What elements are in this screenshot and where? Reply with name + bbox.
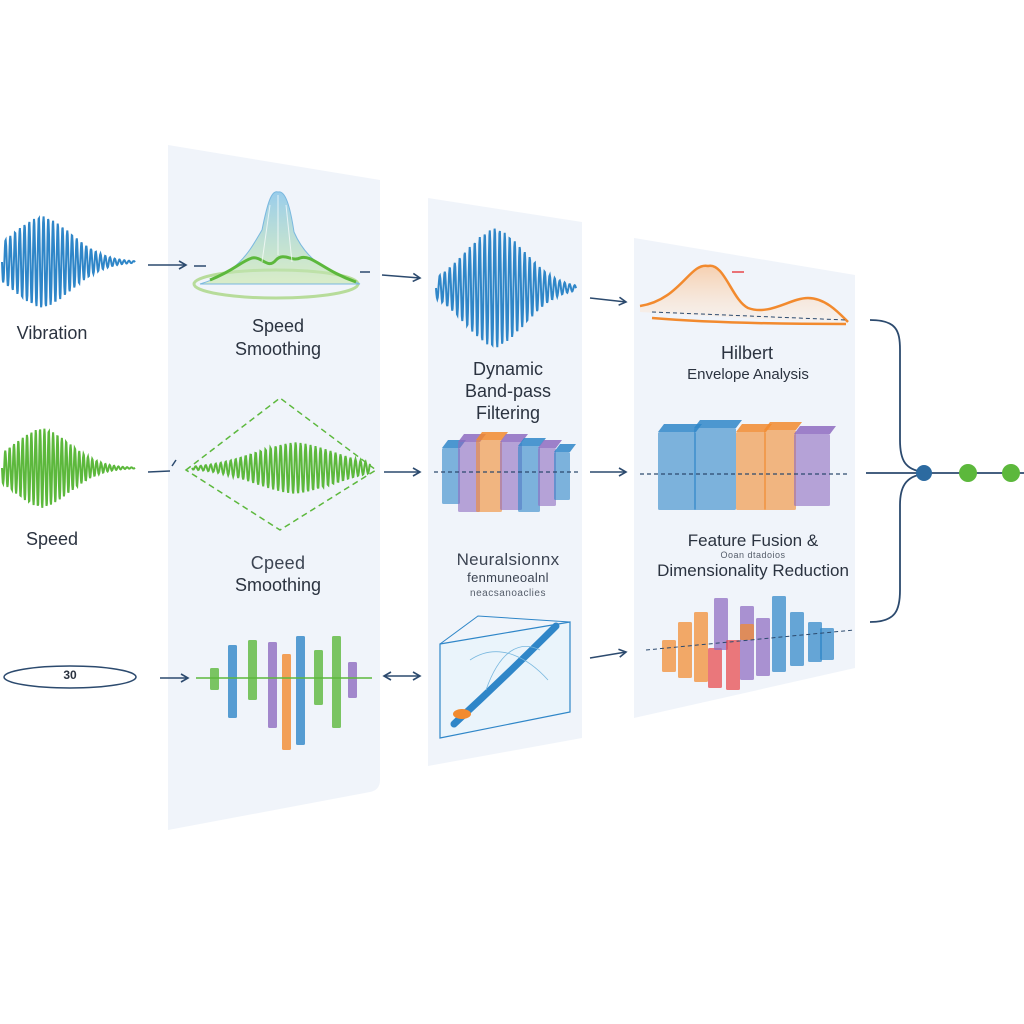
panel2-blocks <box>442 432 576 512</box>
panel1-bar-6 <box>296 636 305 745</box>
panel3-bar-4 <box>708 648 722 688</box>
panel3-block-1 <box>658 432 696 510</box>
arrow-row3-c <box>589 648 628 659</box>
neural-box <box>439 615 571 739</box>
panel2-block-top-5 <box>518 438 546 446</box>
panel2-label1-line2: Band-pass <box>464 381 552 401</box>
panel3-bar-11 <box>790 612 804 666</box>
panel1-bar-9 <box>348 662 357 698</box>
panel1-label1-line1: Speed <box>251 316 305 336</box>
panel3-block-2 <box>694 428 736 510</box>
panel2-label2-line1: Neuralsionnx <box>456 550 560 569</box>
panel3-block-5 <box>794 434 830 506</box>
panel3-bar-10 <box>772 596 786 672</box>
panel1-bar-3 <box>248 640 257 700</box>
panel3-bar-12 <box>808 622 822 662</box>
panel2-block-top-3 <box>476 432 508 440</box>
vibration-label: Vibration <box>16 323 88 343</box>
panel2-label2-line3: neacsanoaclies <box>470 588 546 599</box>
panel3-bar-2 <box>678 622 692 678</box>
panel2-block-5 <box>518 446 540 512</box>
panel2-block-6 <box>538 448 556 506</box>
panel3-bar-cluster <box>662 596 834 690</box>
panel2-block-top-7 <box>554 444 576 452</box>
panel3-block-top-3 <box>736 424 772 432</box>
output-node-2 <box>1002 464 1020 482</box>
hilbert-envelope <box>639 264 849 326</box>
panel1-label1-line2: Smoothing <box>234 339 322 359</box>
vibration-waveform <box>1 215 136 308</box>
panel3-block-top-5 <box>794 426 836 434</box>
panel2-block-1 <box>442 448 460 504</box>
band-pass-waveform <box>435 228 577 348</box>
speed-smoothing-diamond <box>184 397 378 531</box>
third-input-value: 30 <box>63 668 77 682</box>
panel3-bar-1 <box>662 640 676 672</box>
speed-waveform <box>1 428 136 508</box>
panel3-bar-3 <box>694 612 708 682</box>
panel1-bar-8 <box>332 636 341 728</box>
panel1-bar-2 <box>228 645 237 718</box>
third-input-ellipse <box>3 665 137 689</box>
panel2-block-top-4 <box>500 434 528 442</box>
merge-node <box>916 465 932 481</box>
panel3-label2-line2: Dimensionality Reduction <box>657 561 849 580</box>
panel3-blocks <box>658 420 836 510</box>
arrow-row2-tick <box>171 459 177 467</box>
output-node-1 <box>959 464 977 482</box>
panel3-block-4 <box>764 430 796 510</box>
panel1-bar-4 <box>268 642 277 728</box>
panel3-label1-line2: Envelope Analysis <box>687 366 809 383</box>
panel3-bar-9 <box>756 618 770 676</box>
panel3-bar-8 <box>740 624 754 640</box>
panel3-block-3 <box>736 432 766 510</box>
panel3-label2-line0: Ooan dtadoios <box>720 550 786 560</box>
panel3-block-top-4 <box>764 422 802 430</box>
speed-label: Speed <box>25 529 79 549</box>
panel1-bar-5 <box>282 654 291 750</box>
panel3-bar-7 <box>740 606 754 680</box>
panel1-label2-line2: Smoothing <box>234 575 322 595</box>
panel3-bar-13 <box>820 628 834 660</box>
panel2-label1-line3: Filtering <box>475 403 541 423</box>
panel3-bar-5 <box>714 598 728 650</box>
panel1-bar-1 <box>210 668 219 690</box>
merge-bracket <box>866 319 1024 623</box>
arrow-row1-c <box>589 296 628 306</box>
arrow-row2-a <box>147 470 171 473</box>
speed-smoothing-mountain <box>192 191 361 300</box>
panel3-label1-line1: Hilbert <box>720 343 773 363</box>
panel3-block-top-2 <box>694 420 742 428</box>
panel3-block-top-1 <box>658 424 702 432</box>
panel2-label2-line2: fenmuneoalnl <box>467 570 549 585</box>
arrow-row1-b <box>381 272 422 283</box>
panel2-label1-line1: Dynamic <box>472 359 543 379</box>
panel1-label2-line1: Cpeed <box>250 553 306 573</box>
panel2-block-3 <box>476 440 502 512</box>
panel2-block-4 <box>500 442 522 510</box>
panel2-block-top-6 <box>538 440 562 448</box>
panel2-block-7 <box>554 452 570 500</box>
panel3-label2-line1: Feature Fusion & <box>687 531 819 550</box>
panel2-block-2 <box>458 442 480 512</box>
panel3-bar-6 <box>726 640 740 690</box>
